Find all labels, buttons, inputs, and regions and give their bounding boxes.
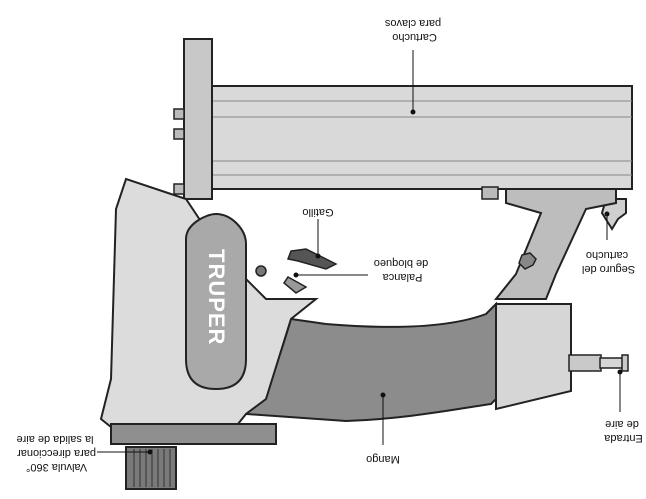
support-arm xyxy=(493,188,617,300)
magazine xyxy=(173,38,633,200)
brand-label: TRUPER xyxy=(204,249,229,345)
body-head: TRUPER xyxy=(99,177,319,445)
label-cartridge-lock: Seguro del cartucho xyxy=(579,249,635,275)
trigger-assembly xyxy=(283,248,338,294)
air-inlet xyxy=(568,354,629,372)
label-trigger: Gatillo xyxy=(302,206,333,218)
rear-cap xyxy=(495,303,572,411)
valve-knob xyxy=(125,446,177,490)
leader-lines xyxy=(97,50,623,455)
label-handle: Mango xyxy=(366,453,400,465)
label-magazine: Cartucho para clavos xyxy=(384,17,441,43)
callout-labels: Cartucho para clavos Seguro del cartucho… xyxy=(14,17,643,473)
rotated-figure: TRUPER xyxy=(99,38,633,490)
label-air-inlet: Entrada de aire xyxy=(601,418,643,444)
label-valve: Valvula 360° para direccionar la salida … xyxy=(14,433,96,473)
label-lock-lever: Palanca de bloqueo xyxy=(374,257,428,283)
